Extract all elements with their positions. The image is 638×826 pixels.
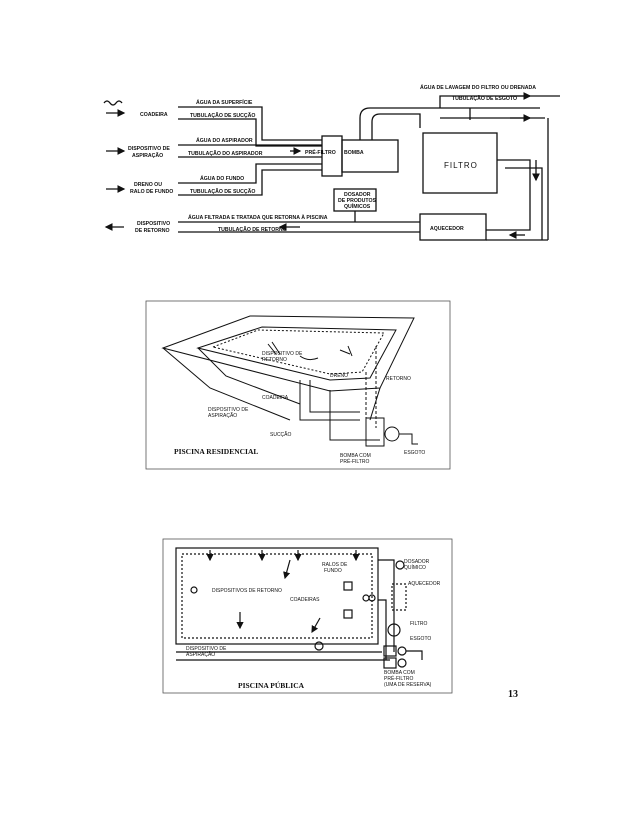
- pub-label-heater: AQUECEDOR: [408, 581, 441, 587]
- flow-diagram: [103, 92, 560, 241]
- res-label-vacuum-1: DISPOSITIVO DE: [208, 407, 249, 413]
- label-vacuum-water: ÁGUA DO ASPIRADOR: [196, 137, 253, 144]
- filter-box: [422, 132, 498, 194]
- label-doser-3: QUÍMICOS: [344, 202, 371, 210]
- label-doser-1: DOSADOR: [344, 192, 371, 198]
- label-doser-2: DE PRODUTOS: [338, 198, 376, 204]
- pub-label-pump-note: (UMA DE RESERVA): [384, 682, 432, 688]
- res-label-return-device-2: RETORNO: [262, 357, 287, 363]
- residential-pool-figure: DISPOSITIVO DE RETORNO DRENO RETORNO COA…: [145, 300, 451, 470]
- heater-box: [419, 213, 487, 241]
- label-skimmer: COADEIRA: [140, 112, 168, 118]
- pub-label-skimmers: COADEIRAS: [290, 597, 320, 603]
- pub-label-drains-1: RALOS DE: [322, 562, 348, 568]
- flow-diagram-labels: ÁGUA DE LAVAGEM DO FILTRO OU DRENADA TUB…: [128, 84, 536, 234]
- prefilter-box: [321, 135, 343, 177]
- res-label-drain: DRENO: [330, 373, 348, 379]
- pub-label-vacuum-2: ASPIRAÇÃO: [186, 651, 215, 658]
- label-sewer-pipe: TUBULAÇÃO DE ESGOTO: [452, 95, 517, 102]
- label-surface-water: ÁGUA DA SUPERFÍCIE: [196, 98, 253, 106]
- label-vacuum-pipe: TUBULAÇÃO DO ASPIRADOR: [188, 150, 263, 157]
- label-filter: FILTRO: [444, 161, 478, 170]
- label-pump: BOMBA: [344, 150, 364, 156]
- res-label-return-device-1: DISPOSITIVO DE: [262, 351, 303, 357]
- res-label-return: RETORNO: [386, 376, 411, 382]
- pub-label-drains-2: FUNDO: [324, 568, 342, 574]
- pub-caption: PISCINA PÚBLICA: [238, 680, 305, 690]
- label-bottom-water: ÁGUA DO FUNDO: [200, 175, 244, 182]
- label-return-device-2: DE RETORNO: [135, 228, 170, 234]
- pub-label-doser-1: DOSADOR: [404, 559, 430, 565]
- pump-box: [341, 139, 399, 173]
- residential-pump: [365, 417, 385, 447]
- water-surface-icon: [103, 100, 123, 106]
- res-caption: PISCINA RESIDENCIAL: [174, 447, 258, 456]
- public-pool-outline: [175, 547, 379, 645]
- res-label-sewer: ESGOTO: [404, 450, 425, 456]
- label-return-device-1: DISPOSITIVO: [137, 221, 170, 227]
- label-return-water: ÁGUA FILTRADA E TRATADA QUE RETORNA À PI…: [188, 214, 328, 221]
- pub-label-filter: FILTRO: [410, 621, 428, 627]
- label-drain-1: DRENO OU: [134, 182, 162, 188]
- res-label-pump-1: BOMBA COM: [340, 453, 371, 459]
- label-vacuum-device-2: ASPIRAÇÃO: [132, 152, 163, 159]
- pub-label-return-devices: DISPOSITIVOS DE RETORNO: [212, 588, 282, 594]
- label-heater: AQUECEDOR: [430, 226, 464, 232]
- label-prefilter: PRÉ-FILTRO: [305, 148, 336, 156]
- pub-label-pump-1: BOMBA COM: [384, 670, 415, 676]
- res-label-skimmer: COADEIRA: [262, 395, 289, 401]
- res-label-pump-2: PRÉ-FILTRO: [340, 458, 369, 465]
- label-drain-2: RALO DE FUNDO: [130, 189, 173, 195]
- pub-label-sewer: ESGOTO: [410, 636, 431, 642]
- pub-label-pump-2: PRÉ-FILTRO: [384, 675, 413, 682]
- label-suction-pipe-2: TUBULAÇÃO DE SUCÇÃO: [190, 188, 255, 195]
- res-label-suction: SUCÇÃO: [270, 431, 292, 438]
- pub-label-vacuum-1: DISPOSITIVO DE: [186, 646, 227, 652]
- label-washing-water: ÁGUA DE LAVAGEM DO FILTRO OU DRENADA: [420, 84, 536, 91]
- pub-label-doser-2: QUÍMICO: [404, 564, 426, 571]
- public-pool-figure: RALOS DE FUNDO DOSADOR QUÍMICO AQUECEDOR…: [162, 538, 453, 694]
- label-suction-pipe-1: TUBULAÇÃO DE SUCÇÃO: [190, 112, 255, 119]
- label-return-pipe: TUBULAÇÃO DE RETORNO: [218, 226, 287, 233]
- res-label-vacuum-2: ASPIRAÇÃO: [208, 412, 237, 419]
- label-vacuum-device-1: DISPOSITIVO DE: [128, 146, 170, 152]
- page-number: 13: [508, 689, 518, 700]
